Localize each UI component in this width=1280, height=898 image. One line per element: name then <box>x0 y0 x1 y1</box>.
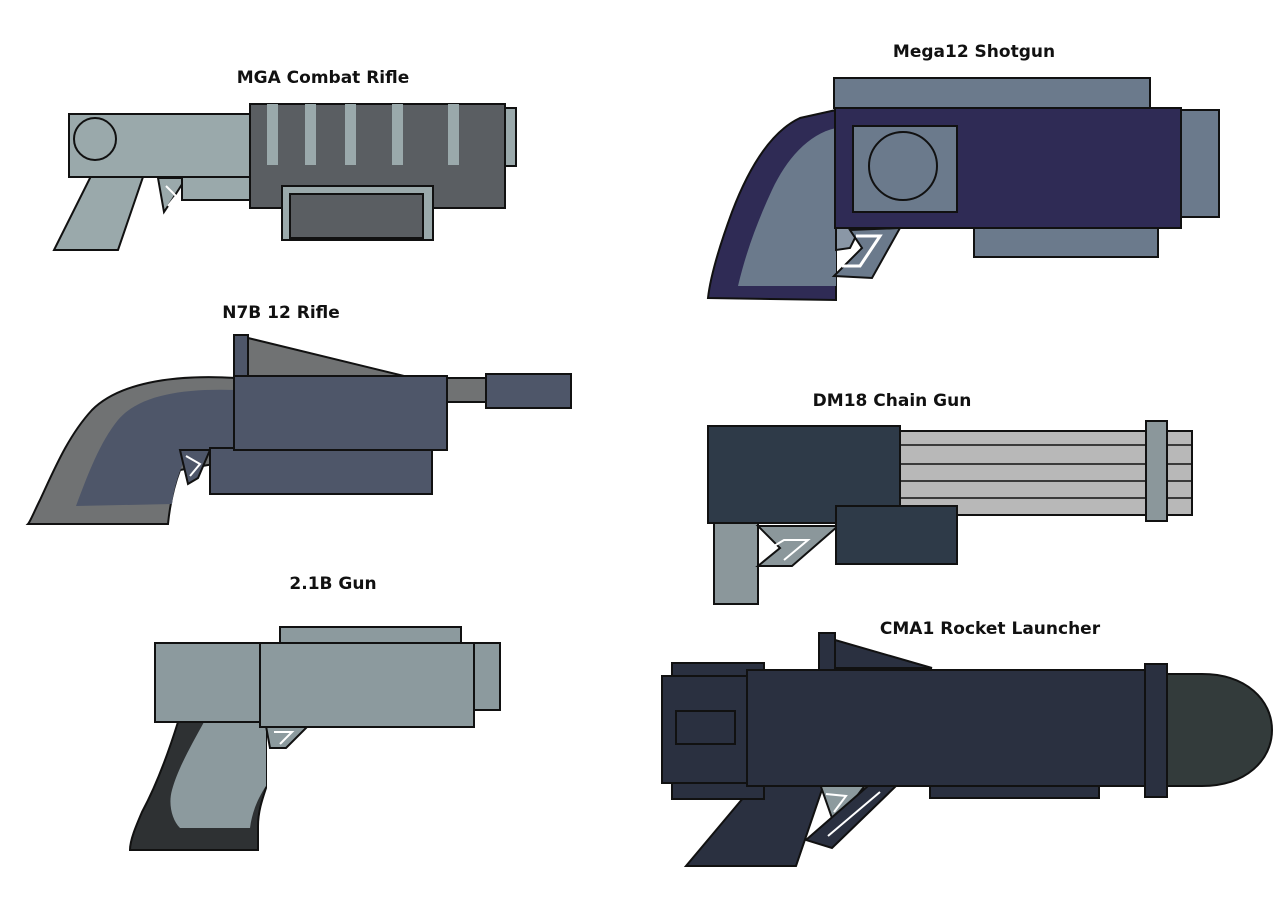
sight-wedge <box>247 336 405 377</box>
rear-sight <box>233 334 249 379</box>
vent-slot <box>267 104 278 165</box>
tube-collar <box>1144 663 1168 798</box>
rear-sight <box>818 632 836 672</box>
n7b-12-rifle-drawing <box>25 334 572 525</box>
weapon-label: CMA1 Rocket Launcher <box>879 619 1101 639</box>
top-rail <box>833 77 1151 109</box>
trigger-guard <box>181 173 253 201</box>
vent-slot <box>392 104 403 165</box>
cma1-rocket-launcher-drawing <box>661 632 1274 867</box>
muzzle <box>485 373 572 409</box>
mega12-shotgun-drawing <box>706 77 1220 302</box>
grip-inner <box>738 128 836 286</box>
foregrip <box>209 447 433 495</box>
muzzle <box>472 642 501 711</box>
warhead <box>1165 673 1274 787</box>
receiver <box>233 375 448 451</box>
magazine <box>289 193 424 239</box>
slide <box>259 642 475 728</box>
weapon-label: 2.1B Gun <box>289 574 377 594</box>
grip <box>713 521 759 605</box>
dm18-chain-gun-drawing <box>707 420 1193 605</box>
rifle-grip <box>52 173 146 251</box>
barrel <box>445 377 489 403</box>
vent-slot <box>305 104 316 165</box>
rear-body <box>154 642 262 723</box>
sight-wedge <box>834 638 933 669</box>
grip-inner <box>170 722 266 828</box>
vent-slot <box>448 104 459 165</box>
muzzle <box>1179 109 1220 218</box>
vent-slot <box>345 104 356 165</box>
gun-2-1b-drawing <box>128 626 501 851</box>
mga-combat-rifle-drawing <box>52 103 517 251</box>
trigger <box>178 449 212 486</box>
trigger-guard <box>755 525 841 567</box>
launch-tube <box>746 669 1148 787</box>
weapon-label: MGA Combat Rifle <box>236 68 410 88</box>
under-rail <box>973 226 1159 258</box>
rear-panel <box>675 710 736 745</box>
ammo-box <box>835 505 958 565</box>
drum <box>868 131 938 201</box>
receiver-emblem <box>73 117 117 161</box>
weapon-label: DM18 Chain Gun <box>812 391 972 411</box>
barrel-collar <box>1145 420 1168 522</box>
stock-inner <box>76 389 236 506</box>
weapon-label: Mega12 Shotgun <box>892 42 1056 62</box>
weapon-label: N7B 12 Rifle <box>222 303 340 323</box>
